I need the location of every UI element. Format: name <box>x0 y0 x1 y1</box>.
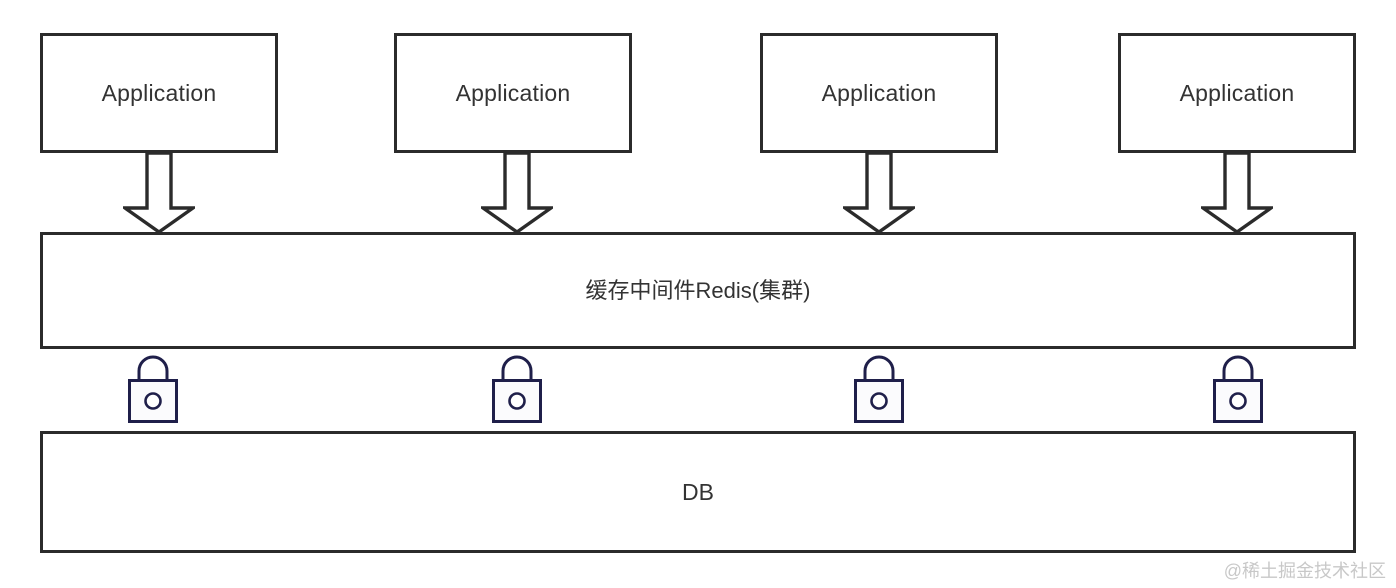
lock-icon <box>483 355 551 425</box>
application-box-3: Application <box>760 33 998 153</box>
lock-icon <box>1204 355 1272 425</box>
down-arrow-icon <box>123 152 195 234</box>
down-arrow-icon <box>481 152 553 234</box>
database-layer-box: DB <box>40 431 1356 553</box>
application-box-label: Application <box>455 79 571 106</box>
database-layer-label: DB <box>682 478 714 505</box>
cache-layer-label: 缓存中间件Redis(集群) <box>585 277 811 303</box>
lock-icon <box>845 355 913 425</box>
down-arrow-icon <box>1201 152 1273 234</box>
application-box-label: Application <box>1179 79 1295 106</box>
application-box-4: Application <box>1118 33 1356 153</box>
application-box-1: Application <box>40 33 278 153</box>
application-box-label: Application <box>101 79 217 106</box>
application-box-2: Application <box>394 33 632 153</box>
application-box-label: Application <box>821 79 937 106</box>
cache-layer-box: 缓存中间件Redis(集群) <box>40 232 1356 349</box>
watermark: @稀土掘金技术社区 <box>1223 561 1386 582</box>
down-arrow-icon <box>843 152 915 234</box>
lock-icon <box>119 355 187 425</box>
